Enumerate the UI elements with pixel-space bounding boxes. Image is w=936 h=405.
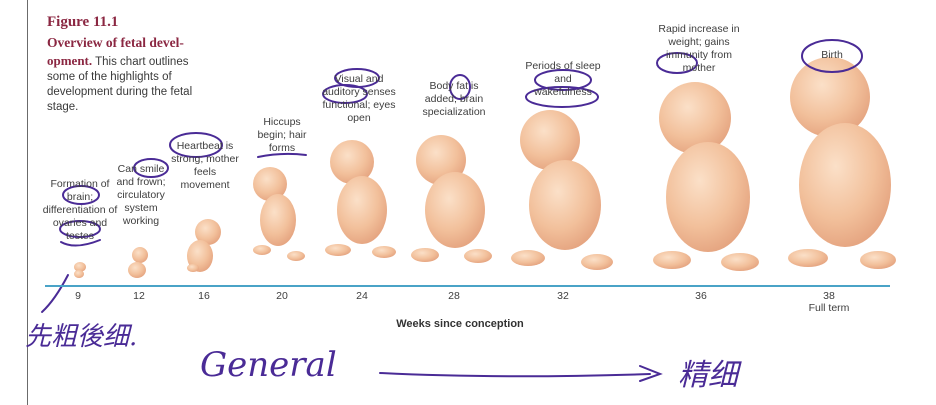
circle-birth [801, 39, 863, 73]
figure-label: Figure 11.1 [47, 14, 119, 30]
circle-fat [449, 74, 471, 100]
handwritten-annotations [41, 39, 863, 382]
underline-hair-forms [257, 152, 307, 158]
circle-smile [133, 158, 169, 178]
figure-title: Overview of fetal devel- [47, 35, 184, 50]
axis-tick-38-note: Full term [808, 302, 850, 314]
milestone-note-week-12: Can smile and frown; circulatory system … [116, 163, 166, 227]
fetus-week-28 [411, 135, 492, 263]
fetus-week-32 [511, 110, 613, 270]
circle-auditory [322, 84, 368, 104]
milestone-note-week-24: Visual and auditory senses functional; e… [322, 73, 396, 124]
axis-label: Weeks since conception [396, 318, 524, 330]
figure-caption: opment. This chart outlines some of the … [47, 53, 212, 115]
axis-tick-36: 36 [695, 290, 707, 302]
fetus-week-16 [187, 219, 221, 272]
axis-tick-38: 38 Full term [799, 290, 859, 314]
circle-heartbeat [169, 132, 223, 158]
milestone-note-week-36: Rapid increase in weight; gains immunity… [658, 23, 740, 74]
fetus-week-36 [653, 82, 759, 271]
circle-sleep [534, 69, 592, 91]
timeline-axis [45, 285, 890, 287]
axis-tick-38-value: 38 [823, 290, 835, 302]
axis-tick-16: 16 [198, 290, 210, 302]
pointer-stroke [41, 274, 69, 313]
circle-ovaries [59, 220, 101, 238]
axis-tick-12: 12 [133, 290, 145, 302]
caption-text: This chart outlines some of the highligh… [47, 56, 193, 113]
circle-wakefulness [525, 86, 599, 108]
milestone-note-week-28: Body fat is added; brain specialization [422, 80, 486, 118]
fetus-week-20 [253, 167, 305, 261]
axis-tick-9: 9 [75, 290, 81, 302]
milestone-note-week-20: Hiccups begin; hair forms [257, 116, 307, 154]
fetus-week-12 [128, 247, 148, 278]
axis-tick-20: 20 [276, 290, 288, 302]
milestone-note-week-9: Formation of brain; differentiation of o… [42, 178, 118, 242]
handwritten-left-note: 先粗後细. [25, 322, 138, 352]
caption-title: opment. [47, 53, 93, 68]
fetus-week-38 [788, 57, 896, 269]
underline-testes [60, 239, 101, 247]
arrow-head [639, 365, 663, 382]
circle-brain [62, 185, 100, 205]
milestone-note-week-32: Periods of sleep and wakefulness [525, 60, 601, 98]
milestone-note-week-16: Heartbeat is strong; mother feels moveme… [171, 140, 239, 191]
circle-immunity [656, 52, 698, 74]
axis-tick-24: 24 [356, 290, 368, 302]
fetus-week-9 [74, 262, 86, 278]
page-margin-line [27, 0, 28, 405]
axis-tick-32: 32 [557, 290, 569, 302]
handwritten-general: General [200, 345, 337, 385]
handwritten-right-note: 精细 [678, 358, 738, 393]
axis-tick-28: 28 [448, 290, 460, 302]
fetus-week-24 [325, 140, 396, 258]
arrow-shaft [379, 372, 651, 378]
milestone-note-week-38: Birth [821, 49, 843, 61]
